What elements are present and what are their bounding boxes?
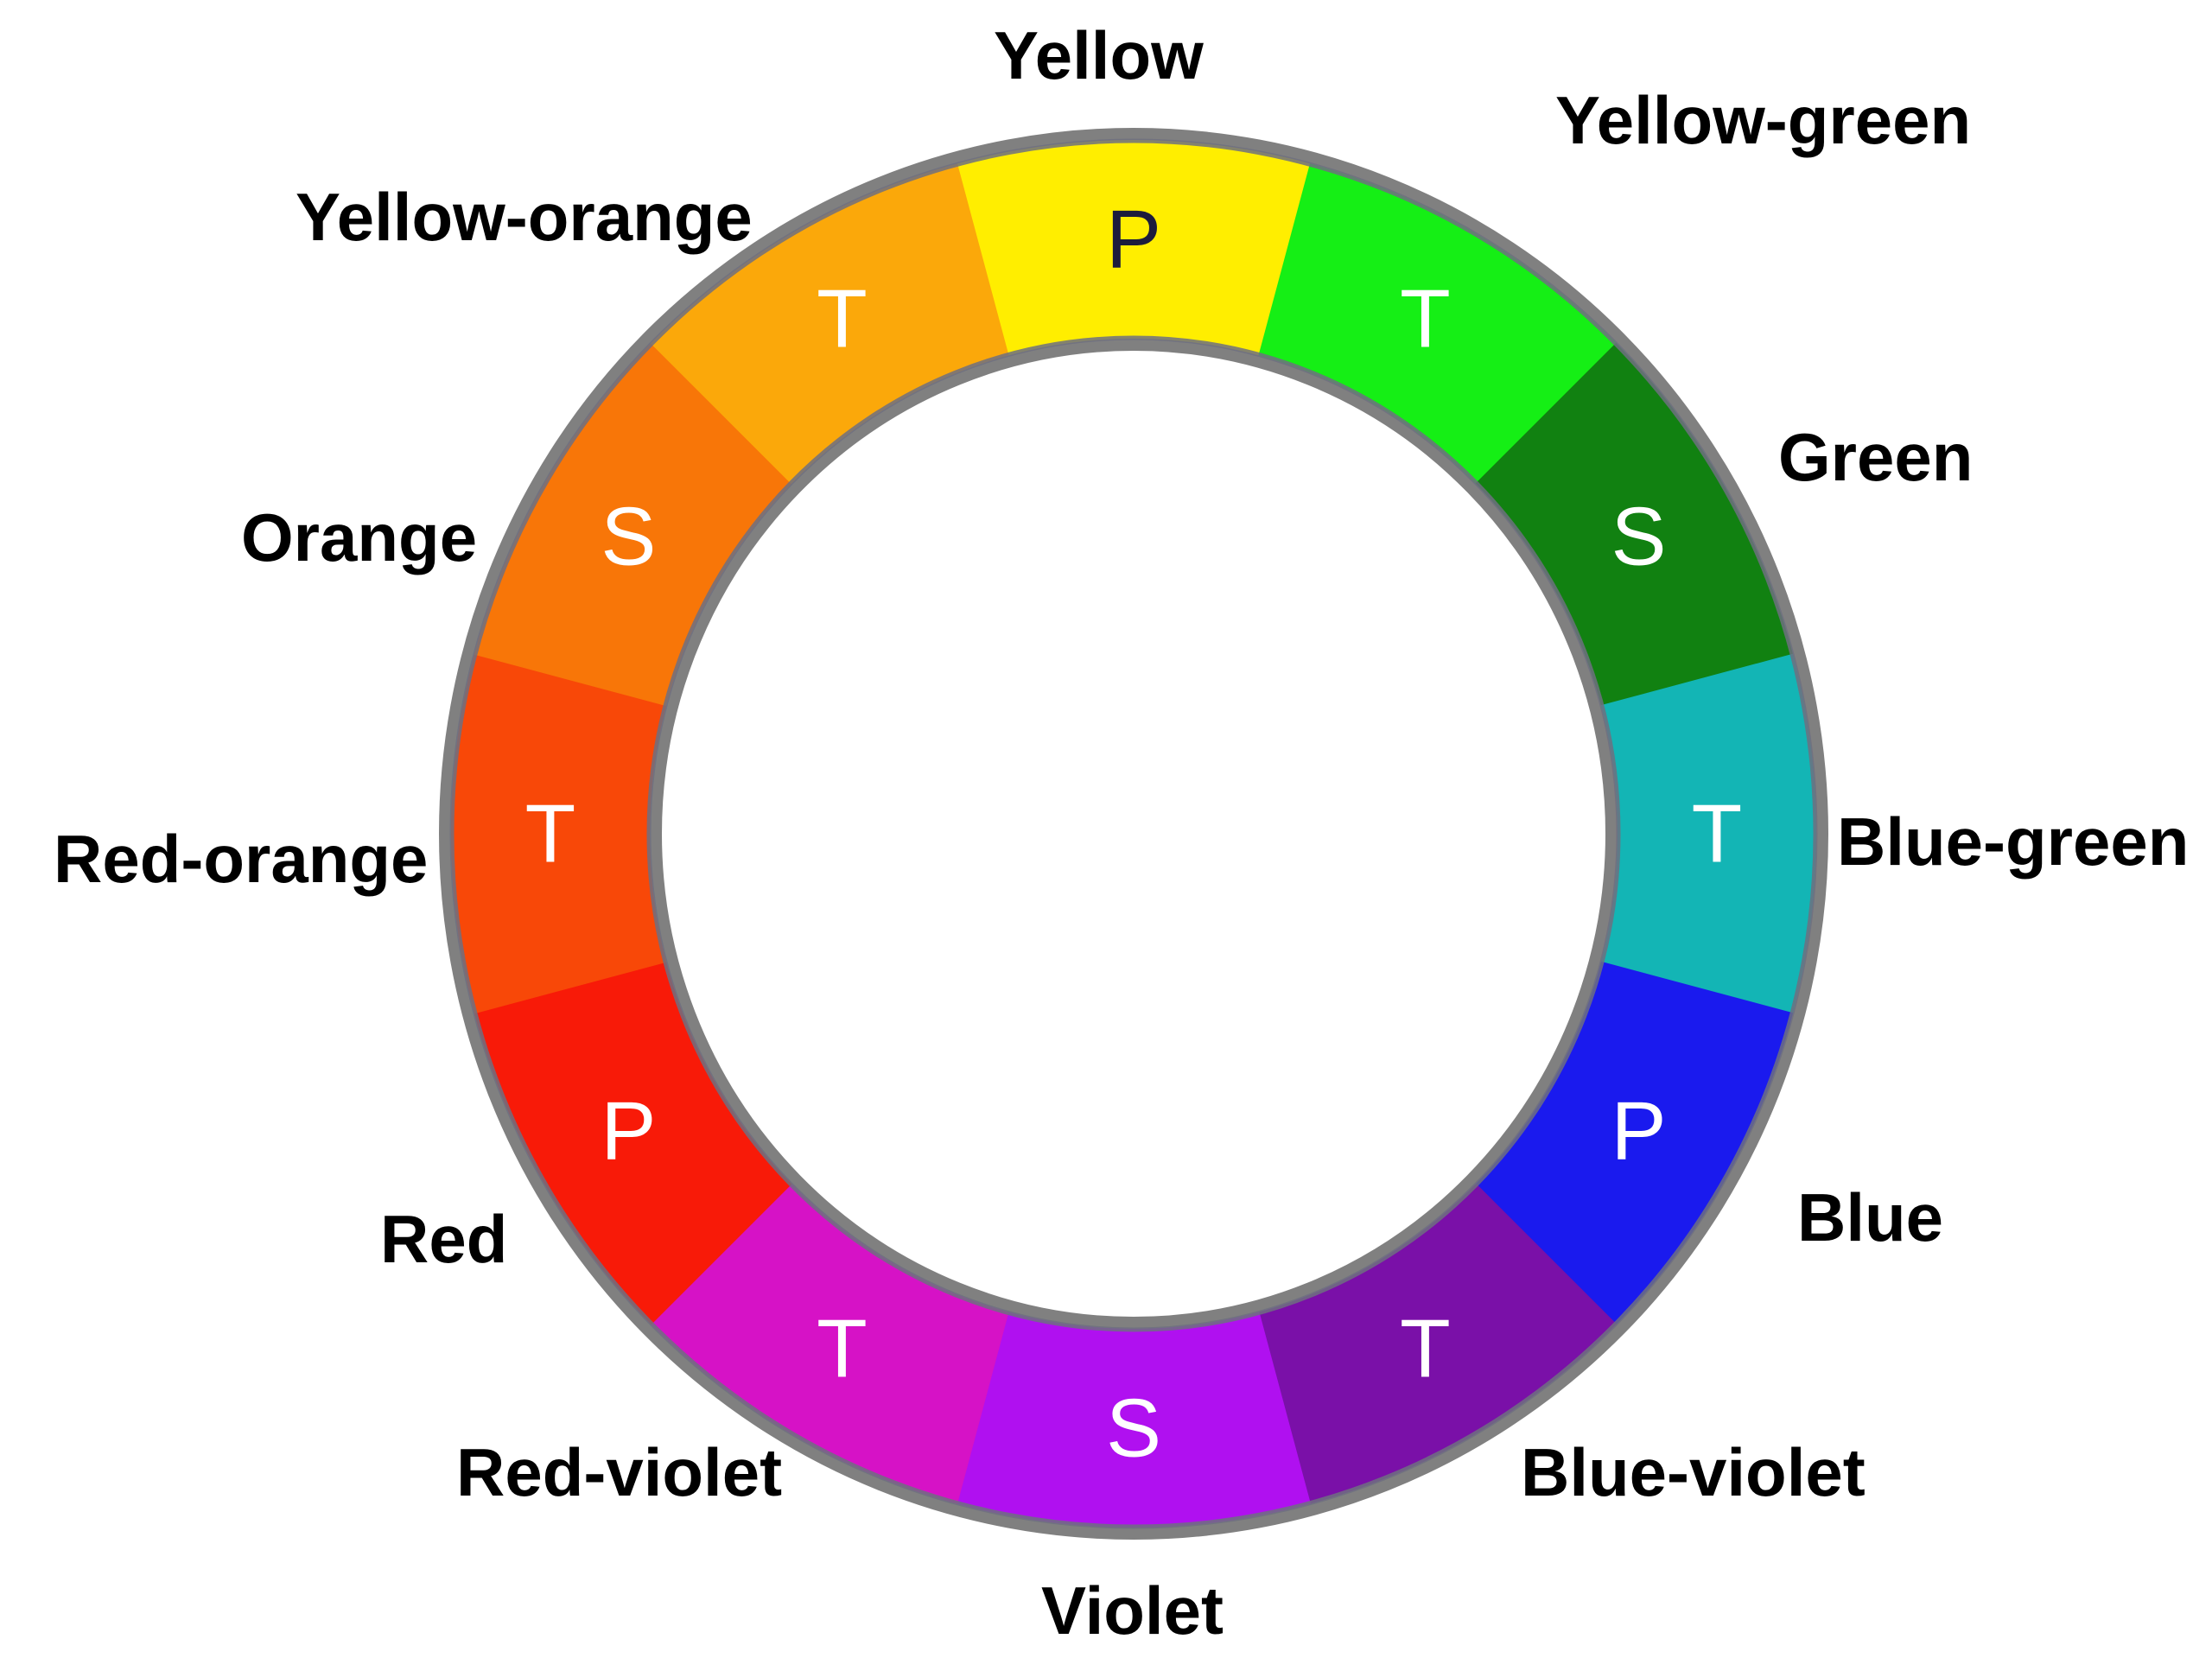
ring-outer-border	[439, 128, 1828, 1540]
segment-letter-red-orange: T	[525, 788, 576, 880]
segment-letter-orange: S	[601, 491, 656, 583]
segment-letter-violet: S	[1106, 1382, 1161, 1475]
segment-letter-yellow-green: T	[1400, 273, 1451, 365]
wheel-label-red-orange: Red-orange	[54, 821, 429, 897]
segment-letter-green: S	[1611, 491, 1667, 583]
ring-border-group	[439, 128, 1828, 1540]
wheel-label-blue-green: Blue-green	[1837, 804, 2190, 880]
wheel-label-red-violet: Red-violet	[456, 1434, 783, 1510]
wheel-label-blue-violet: Blue-violet	[1521, 1434, 1866, 1510]
wheel-label-yellow-orange: Yellow-orange	[296, 179, 753, 255]
wheel-label-orange: Orange	[241, 499, 478, 575]
ring-segments-group	[444, 133, 1823, 1534]
segment-letter-yellow: P	[1106, 194, 1161, 286]
wheel-label-violet: Violet	[1041, 1572, 1224, 1648]
segment-letter-yellow-orange: T	[817, 273, 868, 365]
segment-letter-red: P	[601, 1085, 656, 1178]
segment-letter-red-violet: T	[817, 1302, 868, 1394]
ring-outer-inner-line	[449, 138, 1818, 1529]
segment-letters-group: P T S T P T S T P T S T	[525, 194, 1743, 1475]
ring-inner-border	[650, 339, 1618, 1329]
segment-letter-blue: P	[1611, 1085, 1667, 1178]
segment-letter-blue-green: T	[1692, 788, 1743, 880]
ring-inner-inner-line	[646, 335, 1621, 1332]
wheel-label-blue: Blue	[1797, 1179, 1944, 1255]
wheel-label-green: Green	[1778, 419, 1974, 495]
wheel-label-red: Red	[380, 1201, 508, 1277]
segment-letter-blue-violet: T	[1400, 1302, 1451, 1394]
wheel-label-yellow: Yellow	[994, 17, 1204, 93]
wheel-label-yellow-green: Yellow-green	[1555, 82, 1972, 158]
